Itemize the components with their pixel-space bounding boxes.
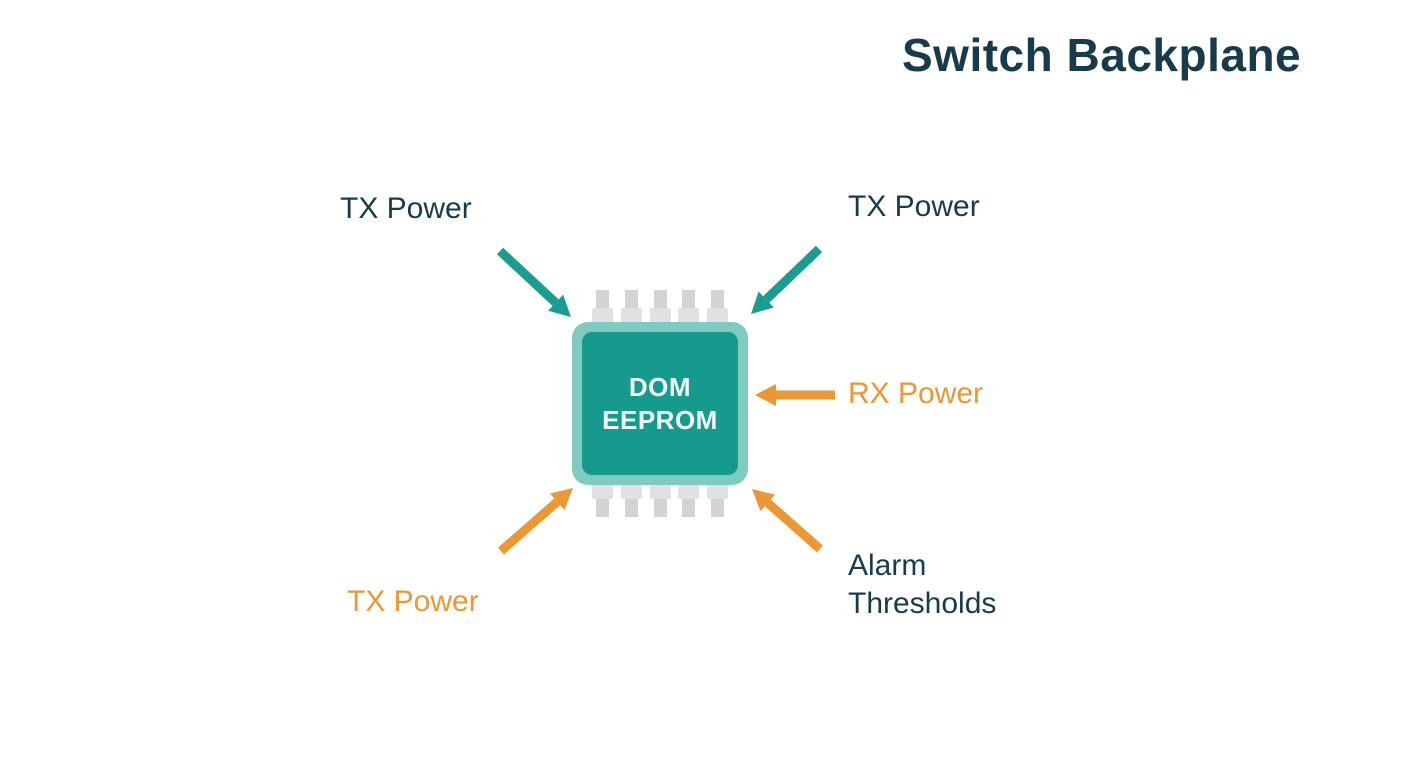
chip-pin — [707, 290, 728, 322]
chip-body: DOM EEPROM — [572, 322, 748, 485]
chip-pins-bottom — [592, 485, 728, 517]
chip-pin — [678, 290, 700, 322]
chip-pin — [592, 290, 613, 322]
label-tx-power-top-right: TX Power — [848, 190, 980, 223]
alarm-thresholds-arrow — [764, 499, 823, 553]
chip-pin — [678, 485, 700, 517]
tx-power-top-right-arrow — [763, 245, 823, 303]
tx-power-bottom-left-arrow — [498, 498, 561, 555]
chip-inner: DOM EEPROM — [582, 332, 738, 475]
chip-pins-top — [592, 290, 728, 322]
chip-label-line1: DOM — [628, 371, 692, 402]
tx-power-top-left-arrow — [496, 247, 559, 306]
chip-pin — [707, 485, 728, 517]
chip-pin — [649, 485, 671, 517]
alarm-thresholds-arrow-head — [752, 489, 776, 512]
tx-power-bottom-left-arrow-head — [549, 488, 573, 511]
tx-power-top-right-arrow-head — [751, 291, 774, 314]
chip-label-line2: EEPROM — [602, 404, 718, 435]
chip-pin — [649, 290, 671, 322]
label-alarm-thresholds: Alarm Thresholds — [848, 549, 997, 620]
rx-power-arrow-head — [755, 384, 776, 406]
chip-pin — [592, 485, 613, 517]
chip-pin — [620, 290, 642, 322]
page-title: Switch Backplane — [902, 29, 1302, 81]
label-rx-power-right: RX Power — [848, 377, 984, 410]
label-tx-power-bottom-left: TX Power — [347, 585, 479, 618]
chip-pin — [620, 485, 642, 517]
label-tx-power-top-left: TX Power — [340, 192, 472, 225]
tx-power-top-left-arrow-head — [548, 294, 571, 317]
dom-eeprom-chip: DOM EEPROM — [572, 290, 748, 517]
